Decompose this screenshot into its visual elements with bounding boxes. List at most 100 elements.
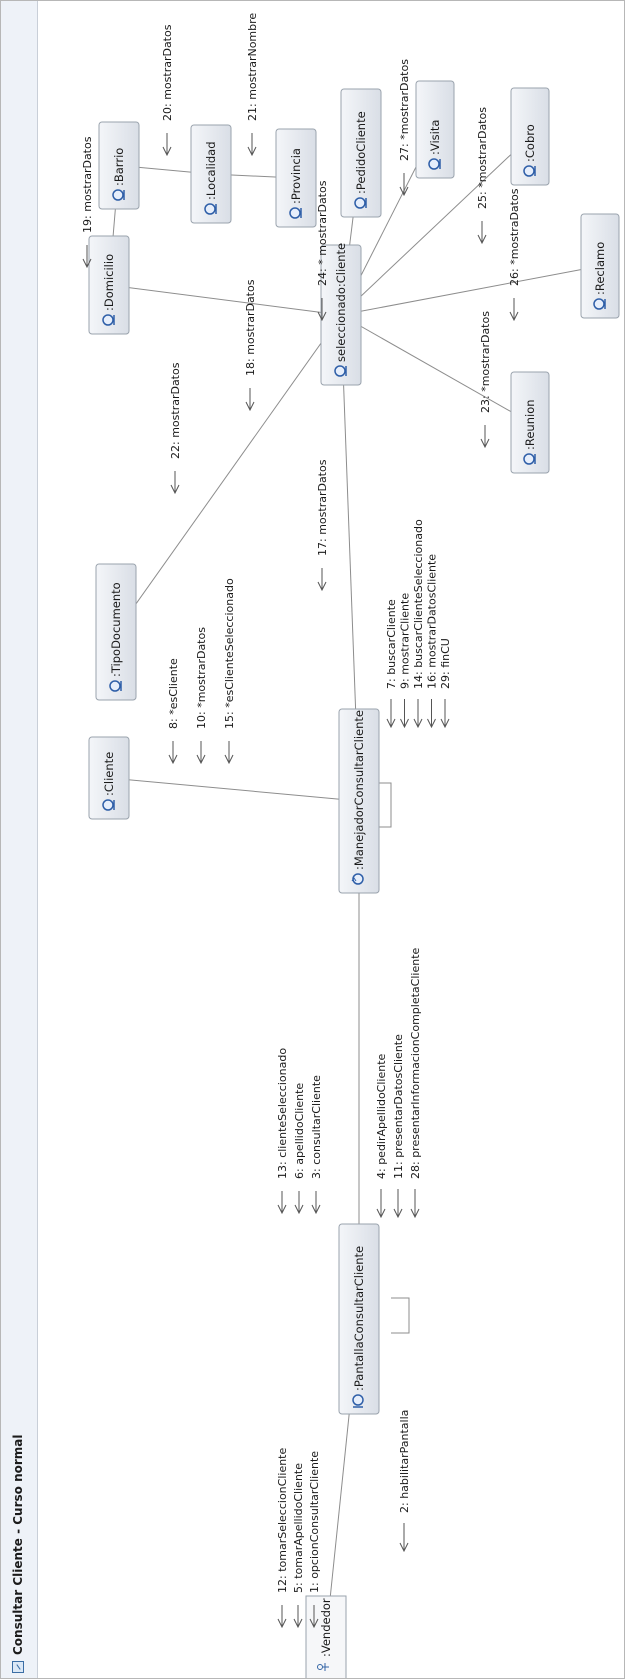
message-label: 19: mostrarDatos xyxy=(81,136,94,233)
message-label: 29: finCU xyxy=(439,638,452,689)
message-label: 5: tomarApellidoCliente xyxy=(292,1463,305,1593)
message-group-manejador-seleccionado: 17: mostrarDatos xyxy=(316,459,329,590)
entity-icon xyxy=(204,203,217,215)
message-label: 10: *mostrarDatos xyxy=(195,627,208,729)
object-label: :Barrio xyxy=(112,148,126,186)
message-label: 7: buscarCliente xyxy=(385,599,398,689)
entity-icon xyxy=(523,165,536,177)
message-label: 13: clienteSeleccionado xyxy=(276,1048,289,1179)
diagram-canvas: :Vendedor :PantallaConsultarCliente :Manej… xyxy=(37,1,624,1679)
object-domicilio[interactable]: :Domicilio xyxy=(88,235,130,335)
message-label: 25: *mostrarDatos xyxy=(476,107,489,209)
entity-icon xyxy=(334,365,347,377)
link-seleccionado-reclamo xyxy=(340,265,601,316)
link-seleccionado-cobro xyxy=(340,136,531,316)
message-label: 12: tomarSeleccionCliente xyxy=(276,1448,289,1593)
object-label: :TipoDocumento xyxy=(109,582,123,677)
object-label: :Vendedor xyxy=(319,1598,333,1657)
message-label: 16: mostrarDatosCliente xyxy=(426,554,439,689)
object-vendedor[interactable]: :Vendedor xyxy=(305,1595,347,1679)
object-seleccionado[interactable]: seleccionado:Cliente xyxy=(320,243,362,386)
diagram-icon xyxy=(12,1661,24,1673)
message-label: 3: consultarCliente xyxy=(310,1075,323,1179)
message-label: 17: mostrarDatos xyxy=(316,459,329,556)
entity-icon xyxy=(289,207,302,219)
object-reclamo[interactable]: :Reclamo xyxy=(580,213,620,319)
message-label: 22: mostrarDatos xyxy=(169,362,182,459)
object-label: seleccionado:Cliente xyxy=(334,243,348,362)
object-barrio[interactable]: :Barrio xyxy=(98,121,140,210)
message-label: 15: *esClienteSeleccionado xyxy=(223,578,236,729)
link-seleccionado-domicilio xyxy=(108,284,342,316)
message-group-seleccionado-pedido: 24: * mostrarDatos xyxy=(316,180,329,320)
message-group-seleccionado-reunion: 23: *mostrarDatos xyxy=(479,311,492,447)
object-label: :Cobro xyxy=(523,124,537,162)
message-group-pantalla-manejador: 13: clienteSeleccionado 6: apellidoClient… xyxy=(276,1048,323,1213)
object-pedido[interactable]: :PedidoCliente xyxy=(340,88,382,218)
object-label: :Reunion xyxy=(523,399,537,450)
message-label: 9: mostrarCliente xyxy=(399,593,412,689)
message-group-pantalla-self: 2: habilitarPantalla xyxy=(398,1410,411,1551)
object-label: :Domicilio xyxy=(102,254,116,311)
entity-icon xyxy=(109,680,122,692)
object-label: :Localidad xyxy=(204,141,218,200)
object-label: :Visita xyxy=(428,120,442,155)
link-seleccionado-tipodoc xyxy=(115,314,342,633)
control-icon xyxy=(351,873,364,885)
message-group-seleccionado-cobro: 25: *mostrarDatos xyxy=(476,107,489,243)
object-visita[interactable]: :Visita xyxy=(415,80,455,179)
message-label: 21: mostrarNombre xyxy=(246,13,259,121)
message-group-domicilio-barrio: 19: mostrarDatos xyxy=(81,136,94,267)
message-group-manejador-pantalla: 4: pedirApellidoCliente 11: presentarDato… xyxy=(375,947,422,1217)
message-label: 20: mostrarDatos xyxy=(161,24,174,121)
message-label: 23: *mostrarDatos xyxy=(479,311,492,413)
entity-icon xyxy=(428,158,441,170)
object-manejador[interactable]: :ManejadorConsultarCliente xyxy=(338,708,380,894)
diagram-tab[interactable]: Consultar Cliente - Curso normal xyxy=(1,1,38,1678)
message-label: 18: mostrarDatos xyxy=(244,279,257,376)
message-label: 24: * mostrarDatos xyxy=(316,180,329,286)
message-label: 26: *mostraDatos xyxy=(508,188,521,286)
diagram-tab-header: Consultar Cliente - Curso normal xyxy=(7,1373,29,1673)
message-group-seleccionado-domicilio: 18: mostrarDatos xyxy=(244,279,257,410)
entity-icon xyxy=(112,189,125,201)
object-label: :PedidoCliente xyxy=(354,111,368,194)
message-group-seleccionado-reclamo: 26: *mostraDatos xyxy=(508,188,521,320)
entity-icon xyxy=(354,197,367,209)
object-tipodoc[interactable]: :TipoDocumento xyxy=(95,563,137,701)
message-group-localidad-provincia: 21: mostrarNombre xyxy=(246,13,259,155)
link-manejador-cliente xyxy=(108,777,360,802)
message-label: 28: presentarInformacionCompletaCliente xyxy=(409,947,422,1179)
message-label: 27: *mostrarDatos xyxy=(398,59,411,161)
message-label: 6: apellidoCliente xyxy=(293,1083,306,1179)
self-loop-pantalla xyxy=(391,1297,410,1334)
object-label: :ManejadorConsultarCliente xyxy=(352,710,366,870)
message-label: 4: pedirApellidoCliente xyxy=(375,1053,388,1179)
object-localidad[interactable]: :Localidad xyxy=(190,124,232,224)
boundary-icon xyxy=(352,1394,364,1408)
message-label: 2: habilitarPantalla xyxy=(398,1410,411,1513)
object-label: :Reclamo xyxy=(593,242,607,295)
message-label: 1: opcionConsultarCliente xyxy=(308,1451,321,1593)
object-pantalla[interactable]: :PantallaConsultarCliente xyxy=(338,1223,380,1415)
message-group-barrio-localidad: 20: mostrarDatos xyxy=(161,24,174,155)
object-provincia[interactable]: :Provincia xyxy=(275,128,317,228)
object-cobro[interactable]: :Cobro xyxy=(510,87,550,186)
actor-icon xyxy=(317,1663,329,1671)
objects: :Vendedor :PantallaConsultarCliente :Manej… xyxy=(88,80,620,1679)
object-label: :Cliente xyxy=(102,752,116,796)
message-label: 14: buscarClienteSeleccionado xyxy=(412,519,425,689)
message-label: 11: presentarDatosCliente xyxy=(392,1034,405,1179)
object-reunion[interactable]: :Reunion xyxy=(510,371,550,474)
link-seleccionado-reunion xyxy=(340,314,531,423)
message-group-seleccionado-tipodoc: 22: mostrarDatos xyxy=(169,362,182,493)
entity-icon xyxy=(593,298,606,310)
object-cliente[interactable]: :Cliente xyxy=(88,736,130,820)
object-label: :PantallaConsultarCliente xyxy=(352,1246,366,1391)
diagram-title: Consultar Cliente - Curso normal xyxy=(11,1434,25,1656)
